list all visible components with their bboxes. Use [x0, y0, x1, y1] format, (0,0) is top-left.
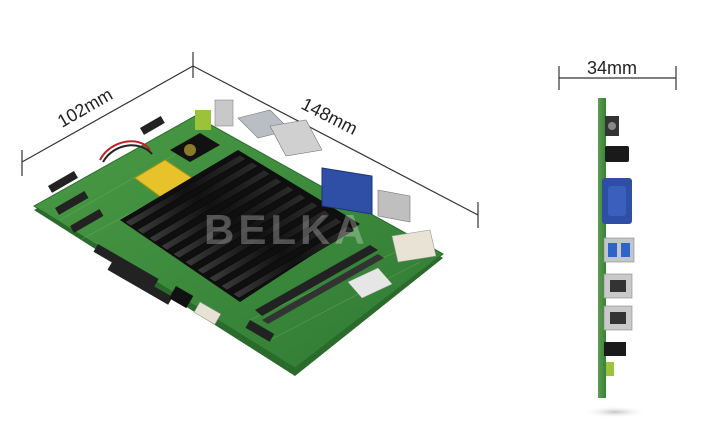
- board-side-view: [583, 98, 647, 418]
- heatsink: [120, 150, 360, 302]
- motherboard: BELKA: [33, 99, 444, 376]
- audio-jack: [195, 110, 211, 130]
- memory-slot: [255, 245, 378, 316]
- lan-port: [269, 119, 323, 157]
- vga-port: [321, 167, 373, 215]
- pin-headers: [48, 116, 275, 342]
- thickness-label: 34mm: [587, 58, 637, 78]
- power-connector: [391, 229, 437, 263]
- brand-watermark: BELKA: [204, 206, 369, 253]
- side-hdmi-port: [605, 146, 629, 162]
- side-pcb: [598, 98, 606, 398]
- dimension-thickness: 34mm: [558, 58, 677, 90]
- width-label: 102mm: [54, 84, 116, 131]
- side-power-connector: [604, 342, 626, 356]
